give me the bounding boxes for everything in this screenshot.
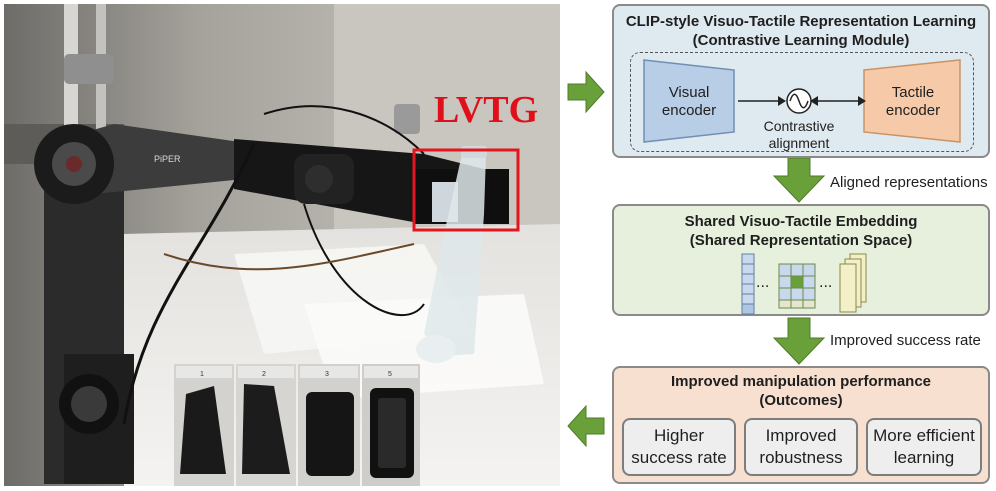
- outcomes-module: Improved manipulation performance (Outco…: [612, 366, 990, 484]
- improved-success-rate-label: Improved success rate: [830, 332, 981, 349]
- visual-encoder-label: Visual: [668, 84, 710, 101]
- contrastive-learning-module: CLIP-style Visuo-Tactile Representation …: [612, 4, 990, 158]
- robot-arm-photo: PiPER LVTG: [4, 4, 560, 486]
- robot-arm-illustration: PiPER LVTG: [4, 4, 560, 486]
- outcome-higher-success-rate: Higher success rate: [622, 418, 736, 476]
- tactile-encoder-label: Tactile: [891, 84, 935, 101]
- outcome-label: Improved: [765, 426, 837, 445]
- sine-wave-icon: [786, 88, 812, 114]
- down-arrow-icon: [772, 157, 826, 203]
- visual-encoder-shape: [643, 59, 735, 143]
- module3-title: Improved manipulation performance: [670, 373, 932, 390]
- gripper-highlight-box: [412, 148, 520, 232]
- module2-subtitle: (Shared Representation Space): [689, 232, 913, 249]
- outcome-label: More efficient: [873, 426, 975, 445]
- down-arrow-icon: [772, 317, 826, 365]
- outcome-more-efficient-learning: More efficient learning: [866, 418, 982, 476]
- gripper-pad-inset: 1 2 3 5: [174, 364, 420, 486]
- encoder-group: [630, 52, 974, 152]
- right-arrow-icon: [567, 70, 605, 114]
- tactile-encoder-shape: [863, 59, 961, 143]
- ellipsis-text: ...: [819, 274, 833, 291]
- shared-embedding-module: Shared Visuo-Tactile Embedding (Shared R…: [612, 204, 990, 316]
- lvtg-label: LVTG: [434, 89, 538, 131]
- outcome-label: learning: [893, 448, 955, 467]
- visual-encoder-label-2: encoder: [661, 102, 717, 119]
- tactile-encoder-label-2: encoder: [885, 102, 941, 119]
- left-arrow-icon: [567, 404, 605, 448]
- ruler-mark: 1: [200, 371, 204, 378]
- arm-brand-text: PiPER: [154, 154, 181, 164]
- alignment-label-2: alignment: [768, 135, 830, 151]
- outcome-label: Higher: [653, 426, 705, 445]
- alignment-label: Contrastive: [763, 118, 835, 134]
- ruler-mark: 5: [388, 371, 392, 378]
- ruler-mark: 2: [262, 371, 266, 378]
- module1-title: CLIP-style Visuo-Tactile Representation …: [625, 13, 977, 30]
- module3-subtitle: (Outcomes): [759, 392, 843, 409]
- ruler-mark: 3: [325, 371, 329, 378]
- aligned-representations-label: Aligned representations: [830, 174, 988, 191]
- outcome-improved-robustness: Improved robustness: [744, 418, 858, 476]
- module1-subtitle: (Contrastive Learning Module): [692, 32, 910, 49]
- ellipsis-text: ...: [756, 274, 770, 291]
- module2-title: Shared Visuo-Tactile Embedding: [684, 213, 918, 230]
- embedding-matrix-icon: [741, 253, 867, 315]
- outcome-label: robustness: [759, 448, 843, 467]
- outcome-label: success rate: [631, 448, 727, 467]
